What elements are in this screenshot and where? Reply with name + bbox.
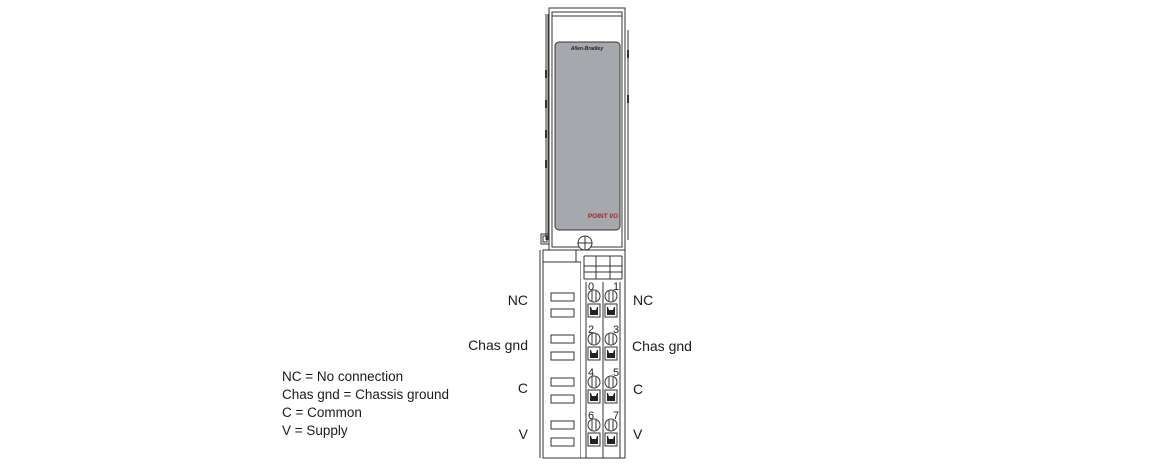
terminal-number: 5 [613, 367, 619, 379]
terminal-screw [604, 289, 618, 303]
terminal-2: 2 [587, 324, 601, 361]
left-label-3: C [517, 380, 528, 396]
terminal-number: 1 [613, 281, 619, 293]
left-label-1: NC [507, 292, 528, 308]
left-label-4: V [518, 426, 528, 442]
product-logo: POINT I/O [588, 213, 618, 220]
legend: NC = No connection Chas gnd = Chassis gr… [282, 368, 449, 440]
terminal-5: 5 [604, 367, 619, 404]
legend-item-supply: V = Supply [282, 423, 348, 438]
legend-item-chas-gnd: Chas gnd = Chassis ground [282, 387, 449, 402]
terminal-screw [587, 375, 601, 389]
terminal-number: 3 [613, 324, 619, 336]
terminal-screw [604, 332, 618, 346]
terminal-3: 3 [604, 324, 619, 361]
terminal-4: 4 [587, 367, 601, 404]
slot-column [550, 292, 575, 447]
terminal-number: 2 [588, 324, 594, 336]
latch-screw [577, 235, 593, 251]
terminal-screw [604, 375, 618, 389]
legend-item-nc: NC = No connection [282, 369, 404, 384]
right-label-4: V [633, 426, 643, 442]
right-label-2: Chas gnd [632, 338, 692, 354]
terminal-slot [550, 351, 575, 361]
terminal-screw [587, 332, 601, 346]
legend-item-common: C = Common [282, 405, 362, 420]
terminal-7: 7 [604, 410, 619, 447]
terminal-1: 1 [604, 281, 619, 318]
terminal-grid: 0 1 2 3 4 5 6 7 [587, 281, 619, 447]
terminal-slot [550, 334, 575, 344]
terminal-screw [604, 418, 618, 432]
terminal-number: 4 [588, 367, 594, 379]
terminal-screw [587, 418, 601, 432]
terminal-number: 6 [588, 410, 594, 422]
terminal-slot [550, 437, 575, 447]
terminal-slot [550, 420, 575, 430]
label-panel [554, 41, 621, 231]
terminal-number: 7 [613, 410, 619, 422]
right-label-1: NC [633, 292, 654, 308]
left-label-2: Chas gnd [468, 337, 528, 353]
terminal-number: 0 [588, 281, 594, 293]
terminal-screw [587, 289, 601, 303]
terminal-slot [550, 377, 575, 387]
right-label-3: C [633, 381, 644, 397]
brand-logo: Allen-Bradley [570, 46, 603, 52]
terminal-slot [550, 308, 575, 318]
terminal-0: 0 [587, 281, 601, 318]
terminal-6: 6 [587, 410, 601, 447]
terminal-slot [550, 292, 575, 302]
terminal-slot [550, 394, 575, 404]
